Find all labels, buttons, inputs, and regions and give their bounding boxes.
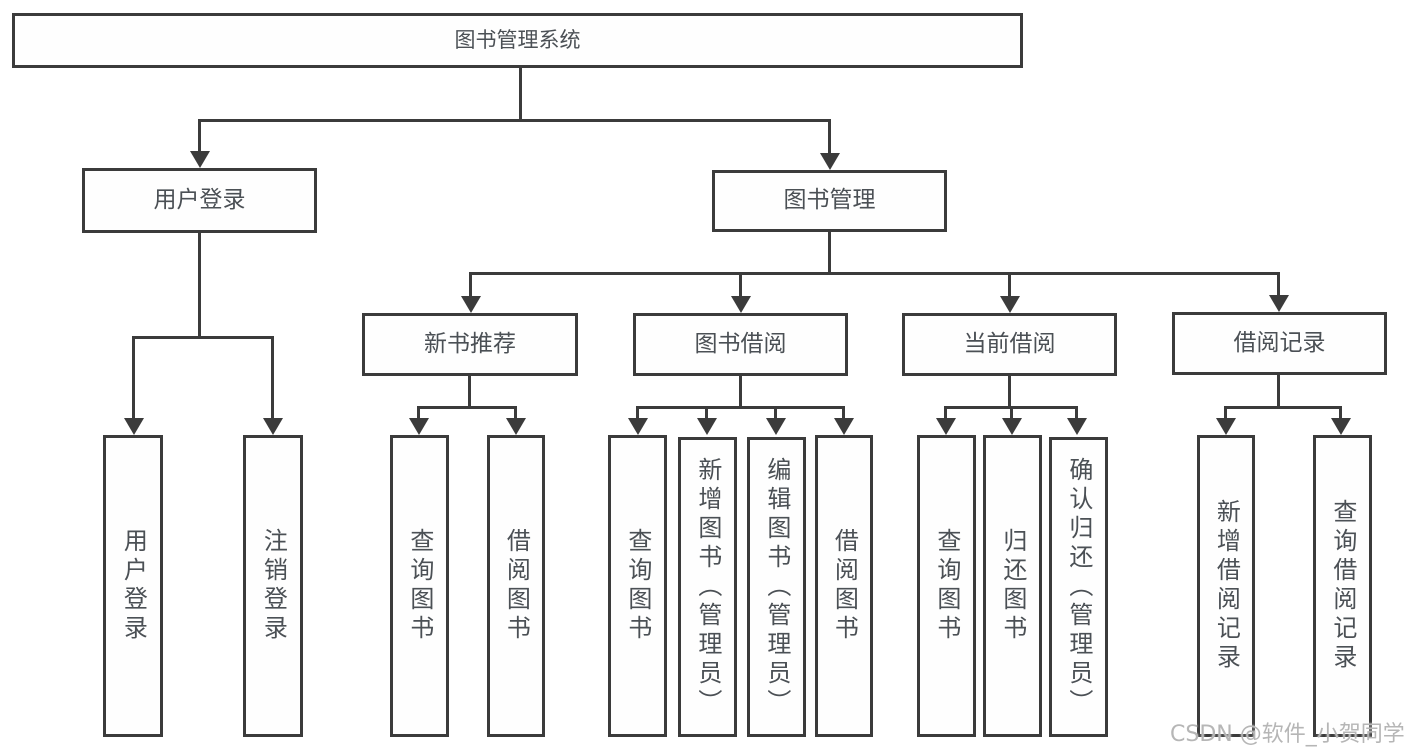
arrow-to-book-borrow xyxy=(739,272,742,296)
arrow-bb-query xyxy=(636,406,639,418)
connector-user-login-stem xyxy=(198,233,201,339)
leaf-newrec-borrow-books: 借阅图书 xyxy=(487,435,545,737)
arrow-to-leaf-user-login xyxy=(132,336,135,418)
leaf-rec-query-record: 查询借阅记录 xyxy=(1313,435,1372,737)
leaf-rec-add-record: 新增借阅记录 xyxy=(1197,435,1255,737)
connector-book-mgmt-stem xyxy=(828,232,831,275)
watermark-text: CSDN @软件_小贺同学 xyxy=(1170,722,1405,747)
connector-records-rail xyxy=(1224,406,1342,409)
leaf-cb-return-books: 归还图书 xyxy=(983,435,1042,737)
arrow-to-current-borrow xyxy=(1008,272,1011,296)
leaf-cb-query-books: 查询图书 xyxy=(917,435,976,737)
arrow-newrec-query xyxy=(417,406,420,418)
connector-bookborrow-stem xyxy=(739,376,742,409)
arrow-cb-confirm xyxy=(1075,406,1078,418)
arrow-newrec-borrow xyxy=(514,406,517,418)
arrow-rec-query xyxy=(1339,406,1342,418)
arrow-to-new-book-recommend xyxy=(469,272,472,296)
node-book-management: 图书管理 xyxy=(712,170,947,232)
node-library-management-system: 图书管理系统 xyxy=(12,13,1023,68)
connector-user-login-rail xyxy=(132,336,274,339)
arrow-bb-edit xyxy=(774,406,777,418)
connector-level2-rail xyxy=(198,119,831,122)
connector-curborrow-stem xyxy=(1008,376,1011,409)
connector-level3-rail xyxy=(469,272,1280,275)
node-new-book-recommend: 新书推荐 xyxy=(362,313,578,376)
leaf-bb-edit-books-admin: 编辑图书（管理员） xyxy=(747,437,806,737)
node-current-borrow: 当前借阅 xyxy=(902,313,1117,376)
arrow-bb-add xyxy=(705,406,708,418)
leaf-bb-add-books-admin: 新增图书（管理员） xyxy=(678,437,737,737)
node-borrow-records: 借阅记录 xyxy=(1172,312,1387,375)
arrow-to-leaf-logout xyxy=(271,336,274,418)
leaf-cb-confirm-return-admin: 确认归还（管理员） xyxy=(1049,437,1108,737)
leaf-bb-borrow-books: 借阅图书 xyxy=(815,435,873,737)
arrow-to-book-management xyxy=(828,119,831,153)
connector-root-stem xyxy=(519,68,522,121)
arrow-bb-borrow xyxy=(842,406,845,418)
leaf-logout: 注销登录 xyxy=(243,435,303,737)
leaf-newrec-query-books: 查询图书 xyxy=(390,435,449,737)
connector-newrec-rail xyxy=(417,406,517,409)
arrow-to-user-login xyxy=(198,119,201,151)
connector-newrec-stem xyxy=(468,376,471,409)
arrow-rec-add xyxy=(1224,406,1227,418)
leaf-user-login: 用户登录 xyxy=(103,435,163,737)
arrow-cb-query xyxy=(944,406,947,418)
node-user-login: 用户登录 xyxy=(82,168,317,233)
arrow-cb-return xyxy=(1010,406,1013,418)
leaf-bb-query-books: 查询图书 xyxy=(608,435,667,737)
node-book-borrow: 图书借阅 xyxy=(633,313,848,376)
connector-records-stem xyxy=(1277,375,1280,409)
arrow-to-borrow-records xyxy=(1277,272,1280,295)
connector-bookborrow-rail xyxy=(636,406,845,409)
